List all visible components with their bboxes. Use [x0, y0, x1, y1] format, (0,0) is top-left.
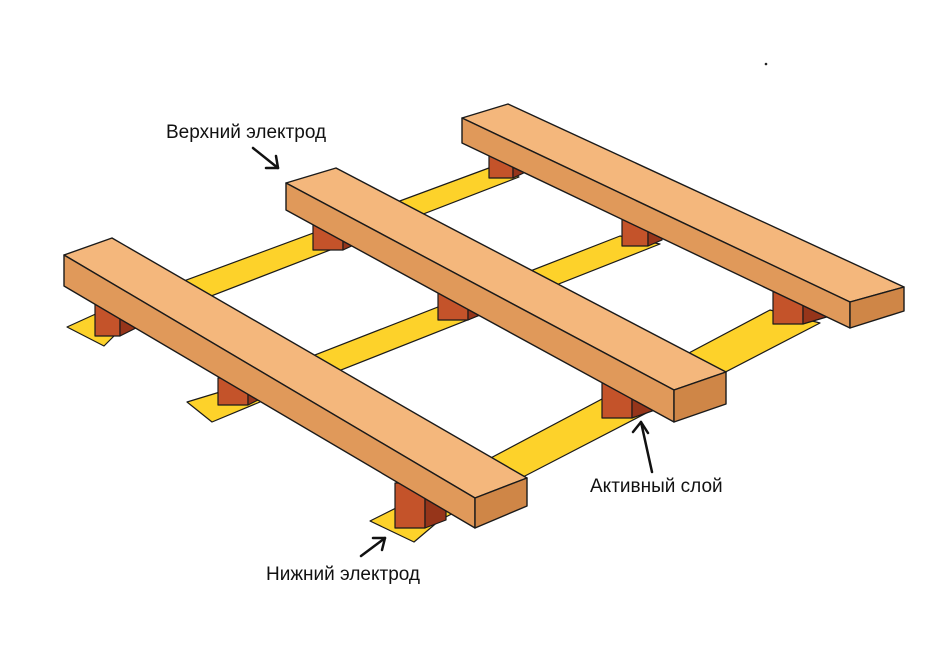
top-electrode-1 [461, 103, 905, 329]
bottom-electrode-label: Нижний электрод [266, 564, 420, 585]
top-electrodes [63, 103, 905, 529]
stray-dot [764, 62, 768, 66]
top-electrode-label: Верхний электрод [166, 122, 326, 143]
top-electrode-3 [63, 237, 528, 529]
active-layer-label: Активный слой [590, 476, 723, 497]
arrow-top-electrode-icon [251, 146, 280, 170]
annotation-arrows [251, 146, 654, 558]
arrow-bottom-electrode-icon [359, 536, 387, 558]
top-electrode-2 [285, 167, 727, 423]
arrow-active-layer-icon [631, 420, 654, 474]
